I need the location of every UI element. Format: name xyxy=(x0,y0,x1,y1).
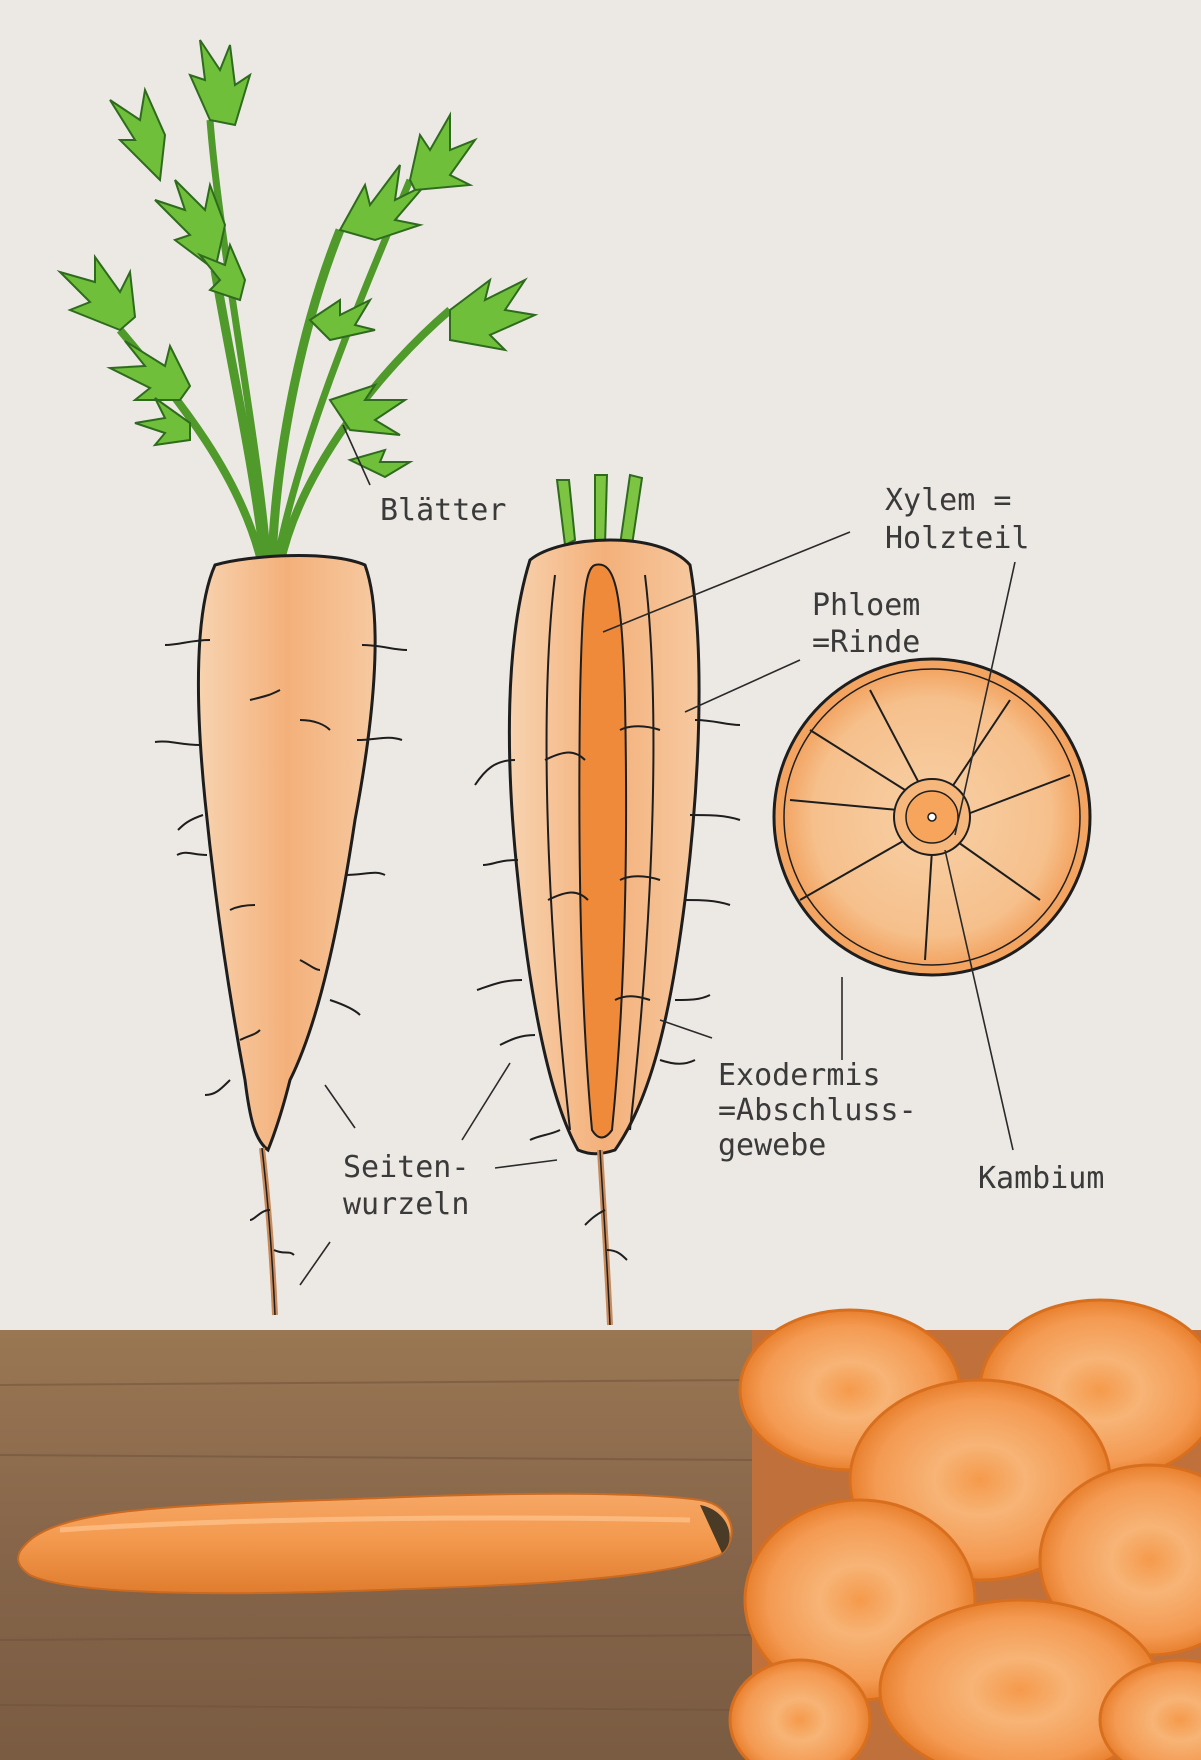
label-phloem-1: Phloem xyxy=(812,588,920,623)
label-exodermis-1: Exodermis xyxy=(718,1058,881,1093)
label-phloem-2: =Rinde xyxy=(812,625,920,660)
label-blaetter: Blätter xyxy=(380,493,506,528)
label-seiten-2: wurzeln xyxy=(343,1187,469,1222)
cross-section xyxy=(774,659,1090,975)
label-xylem-2: Holzteil xyxy=(885,521,1030,556)
carrot-slices-photo xyxy=(730,1300,1201,1760)
halved-carrot xyxy=(475,475,740,1325)
halved-carrot-core xyxy=(579,564,626,1137)
carrot-leaves xyxy=(60,40,535,565)
label-kambium: Kambium xyxy=(978,1161,1104,1196)
whole-carrot xyxy=(60,40,535,1315)
peeled-carrot-photo xyxy=(0,1330,752,1760)
label-exodermis-3: gewebe xyxy=(718,1128,826,1163)
carrot-root-body xyxy=(198,556,375,1150)
label-xylem-1: Xylem = xyxy=(885,483,1011,518)
label-seiten-1: Seiten- xyxy=(343,1150,469,1185)
halved-carrot-stem xyxy=(557,475,642,545)
label-exodermis-2: =Abschluss- xyxy=(718,1093,917,1128)
